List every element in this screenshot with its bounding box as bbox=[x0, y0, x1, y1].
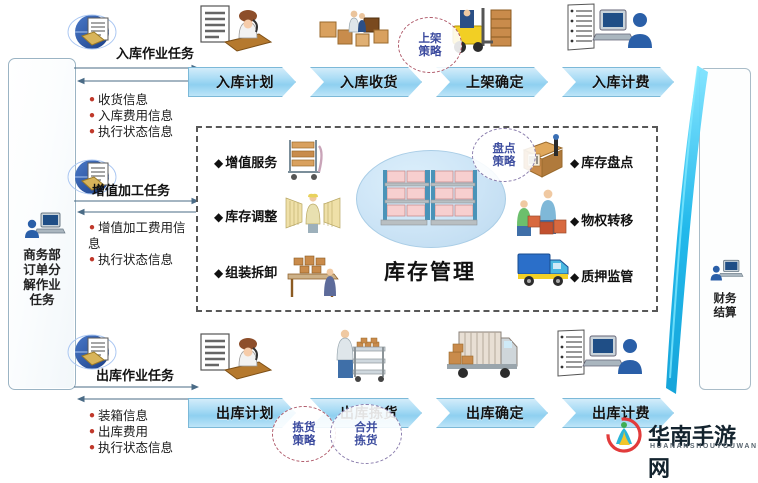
valueadd-arrow-pair bbox=[74, 197, 200, 216]
finance-flow-arrow-icon bbox=[666, 65, 708, 394]
diamond-bullet-icon: ◆ bbox=[570, 214, 580, 228]
diamond-bullet-icon: ◆ bbox=[570, 270, 580, 284]
feature-inventory-adjust[interactable]: ◆库存调整 bbox=[214, 210, 278, 225]
feature-stock-count[interactable]: ◆库存盘点 bbox=[570, 156, 634, 171]
feature-assembly-disassembly[interactable]: ◆组装拆卸 bbox=[214, 266, 278, 281]
step-inbound-receive[interactable]: 入库收货 bbox=[310, 67, 422, 97]
bullet-text: 执行状态信息 bbox=[98, 124, 174, 139]
document-globe-icon bbox=[67, 159, 117, 195]
finance-label-line: 结算 bbox=[713, 305, 737, 319]
finance-label-line: 财务 bbox=[713, 291, 737, 305]
department-label-line: 任务 bbox=[29, 292, 55, 307]
assembly-table-icon bbox=[287, 255, 339, 297]
step-outbound-confirm[interactable]: 出库确定 bbox=[436, 398, 548, 428]
department-label-line: 订单分 bbox=[23, 262, 61, 277]
outbound-task-label: 出库作业任务 bbox=[96, 369, 175, 384]
outbound-return-bullets: •装箱信息 •出库费用 •执行状态信息 bbox=[88, 408, 174, 455]
inbound-return-bullets: •收货信息 •入库费用信息 •执行状态信息 bbox=[88, 92, 174, 139]
checklist-computer-icon bbox=[557, 329, 642, 377]
document-globe-icon bbox=[67, 334, 117, 370]
person-at-computer-icon bbox=[710, 259, 744, 281]
badge-stocktake-strategy[interactable]: 盘点 策略 bbox=[472, 128, 536, 182]
step-inbound-billing[interactable]: 入库计费 bbox=[562, 67, 674, 97]
watermark: 华南手游网 HUANANSHOUYOUWANG bbox=[606, 417, 758, 482]
inbound-task-label: 入库作业任务 bbox=[116, 47, 195, 62]
feature-ownership-transfer[interactable]: ◆物权转移 bbox=[570, 214, 634, 229]
boxes-people-icon bbox=[319, 10, 389, 47]
valueadd-task-label: 增值加工任务 bbox=[92, 184, 171, 199]
department-label: 商务部 订单分 解作业 任务 bbox=[9, 247, 75, 307]
department-box[interactable]: 商务部 订单分 解作业 任务 bbox=[8, 58, 76, 390]
watermark-text: 华南手游网 bbox=[648, 425, 737, 482]
valueadd-return-bullets: •增值加工费用信息 •执行状态信息 bbox=[88, 220, 186, 267]
bullet-text: 入库费用信息 bbox=[98, 108, 174, 123]
checklist-computer-icon bbox=[567, 3, 652, 51]
department-label-line: 商务部 bbox=[23, 247, 61, 262]
step-inbound-putaway[interactable]: 上架确定 bbox=[436, 67, 548, 97]
diamond-bullet-icon: ◆ bbox=[570, 156, 580, 170]
value-added-cart-icon bbox=[288, 140, 323, 180]
truck-loading-icon bbox=[447, 331, 518, 378]
bullet-text: 出库费用 bbox=[98, 424, 149, 439]
bullet-text: 执行状态信息 bbox=[98, 440, 174, 455]
bullet-text: 装箱信息 bbox=[98, 408, 149, 423]
inbound-arrow-pair bbox=[74, 64, 200, 85]
diagram-canvas: 商务部 订单分 解作业 任务 财务 结算 bbox=[8, 3, 758, 482]
bullet-text: 执行状态信息 bbox=[98, 252, 174, 267]
diamond-bullet-icon: ◆ bbox=[214, 210, 224, 224]
inventory-management-panel: 库存管理 ◆增值服务 ◆库存调整 ◆组装拆卸 bbox=[196, 126, 658, 312]
inventory-adjust-icon bbox=[285, 193, 341, 233]
document-desk-phone-icon bbox=[200, 333, 273, 380]
finance-box[interactable]: 财务 结算 bbox=[699, 68, 751, 390]
feature-value-added-service[interactable]: ◆增值服务 bbox=[214, 156, 278, 171]
diamond-bullet-icon: ◆ bbox=[214, 156, 224, 170]
warehouse-rack-icon bbox=[380, 170, 478, 226]
person-at-computer-icon bbox=[25, 212, 66, 238]
outbound-arrow-pair bbox=[74, 383, 200, 403]
inventory-title: 库存管理 bbox=[384, 260, 476, 284]
ownership-transfer-icon bbox=[517, 189, 567, 236]
feature-pledge-supervision[interactable]: ◆质押监管 bbox=[570, 270, 634, 285]
badge-merge-picking[interactable]: 合并 拣货 bbox=[330, 404, 402, 464]
worker-picking-cart-icon bbox=[336, 329, 386, 382]
badge-putaway-strategy[interactable]: 上架 策略 bbox=[398, 17, 462, 73]
document-globe-icon bbox=[67, 14, 117, 50]
pledge-truck-icon bbox=[517, 253, 569, 286]
bullet-text: 收货信息 bbox=[98, 92, 149, 107]
colorful-circle-logo bbox=[606, 417, 642, 453]
finance-label: 财务 结算 bbox=[700, 291, 750, 319]
step-inbound-plan[interactable]: 入库计划 bbox=[188, 67, 296, 97]
badge-picking-strategy[interactable]: 拣货 策略 bbox=[272, 406, 336, 462]
bullet-text: 增值加工费用信息 bbox=[88, 220, 186, 251]
diamond-bullet-icon: ◆ bbox=[214, 266, 224, 280]
document-desk-phone-icon bbox=[200, 5, 273, 52]
department-label-line: 解作业 bbox=[23, 277, 61, 292]
watermark-subtext: HUANANSHOUYOUWANG bbox=[650, 443, 758, 450]
